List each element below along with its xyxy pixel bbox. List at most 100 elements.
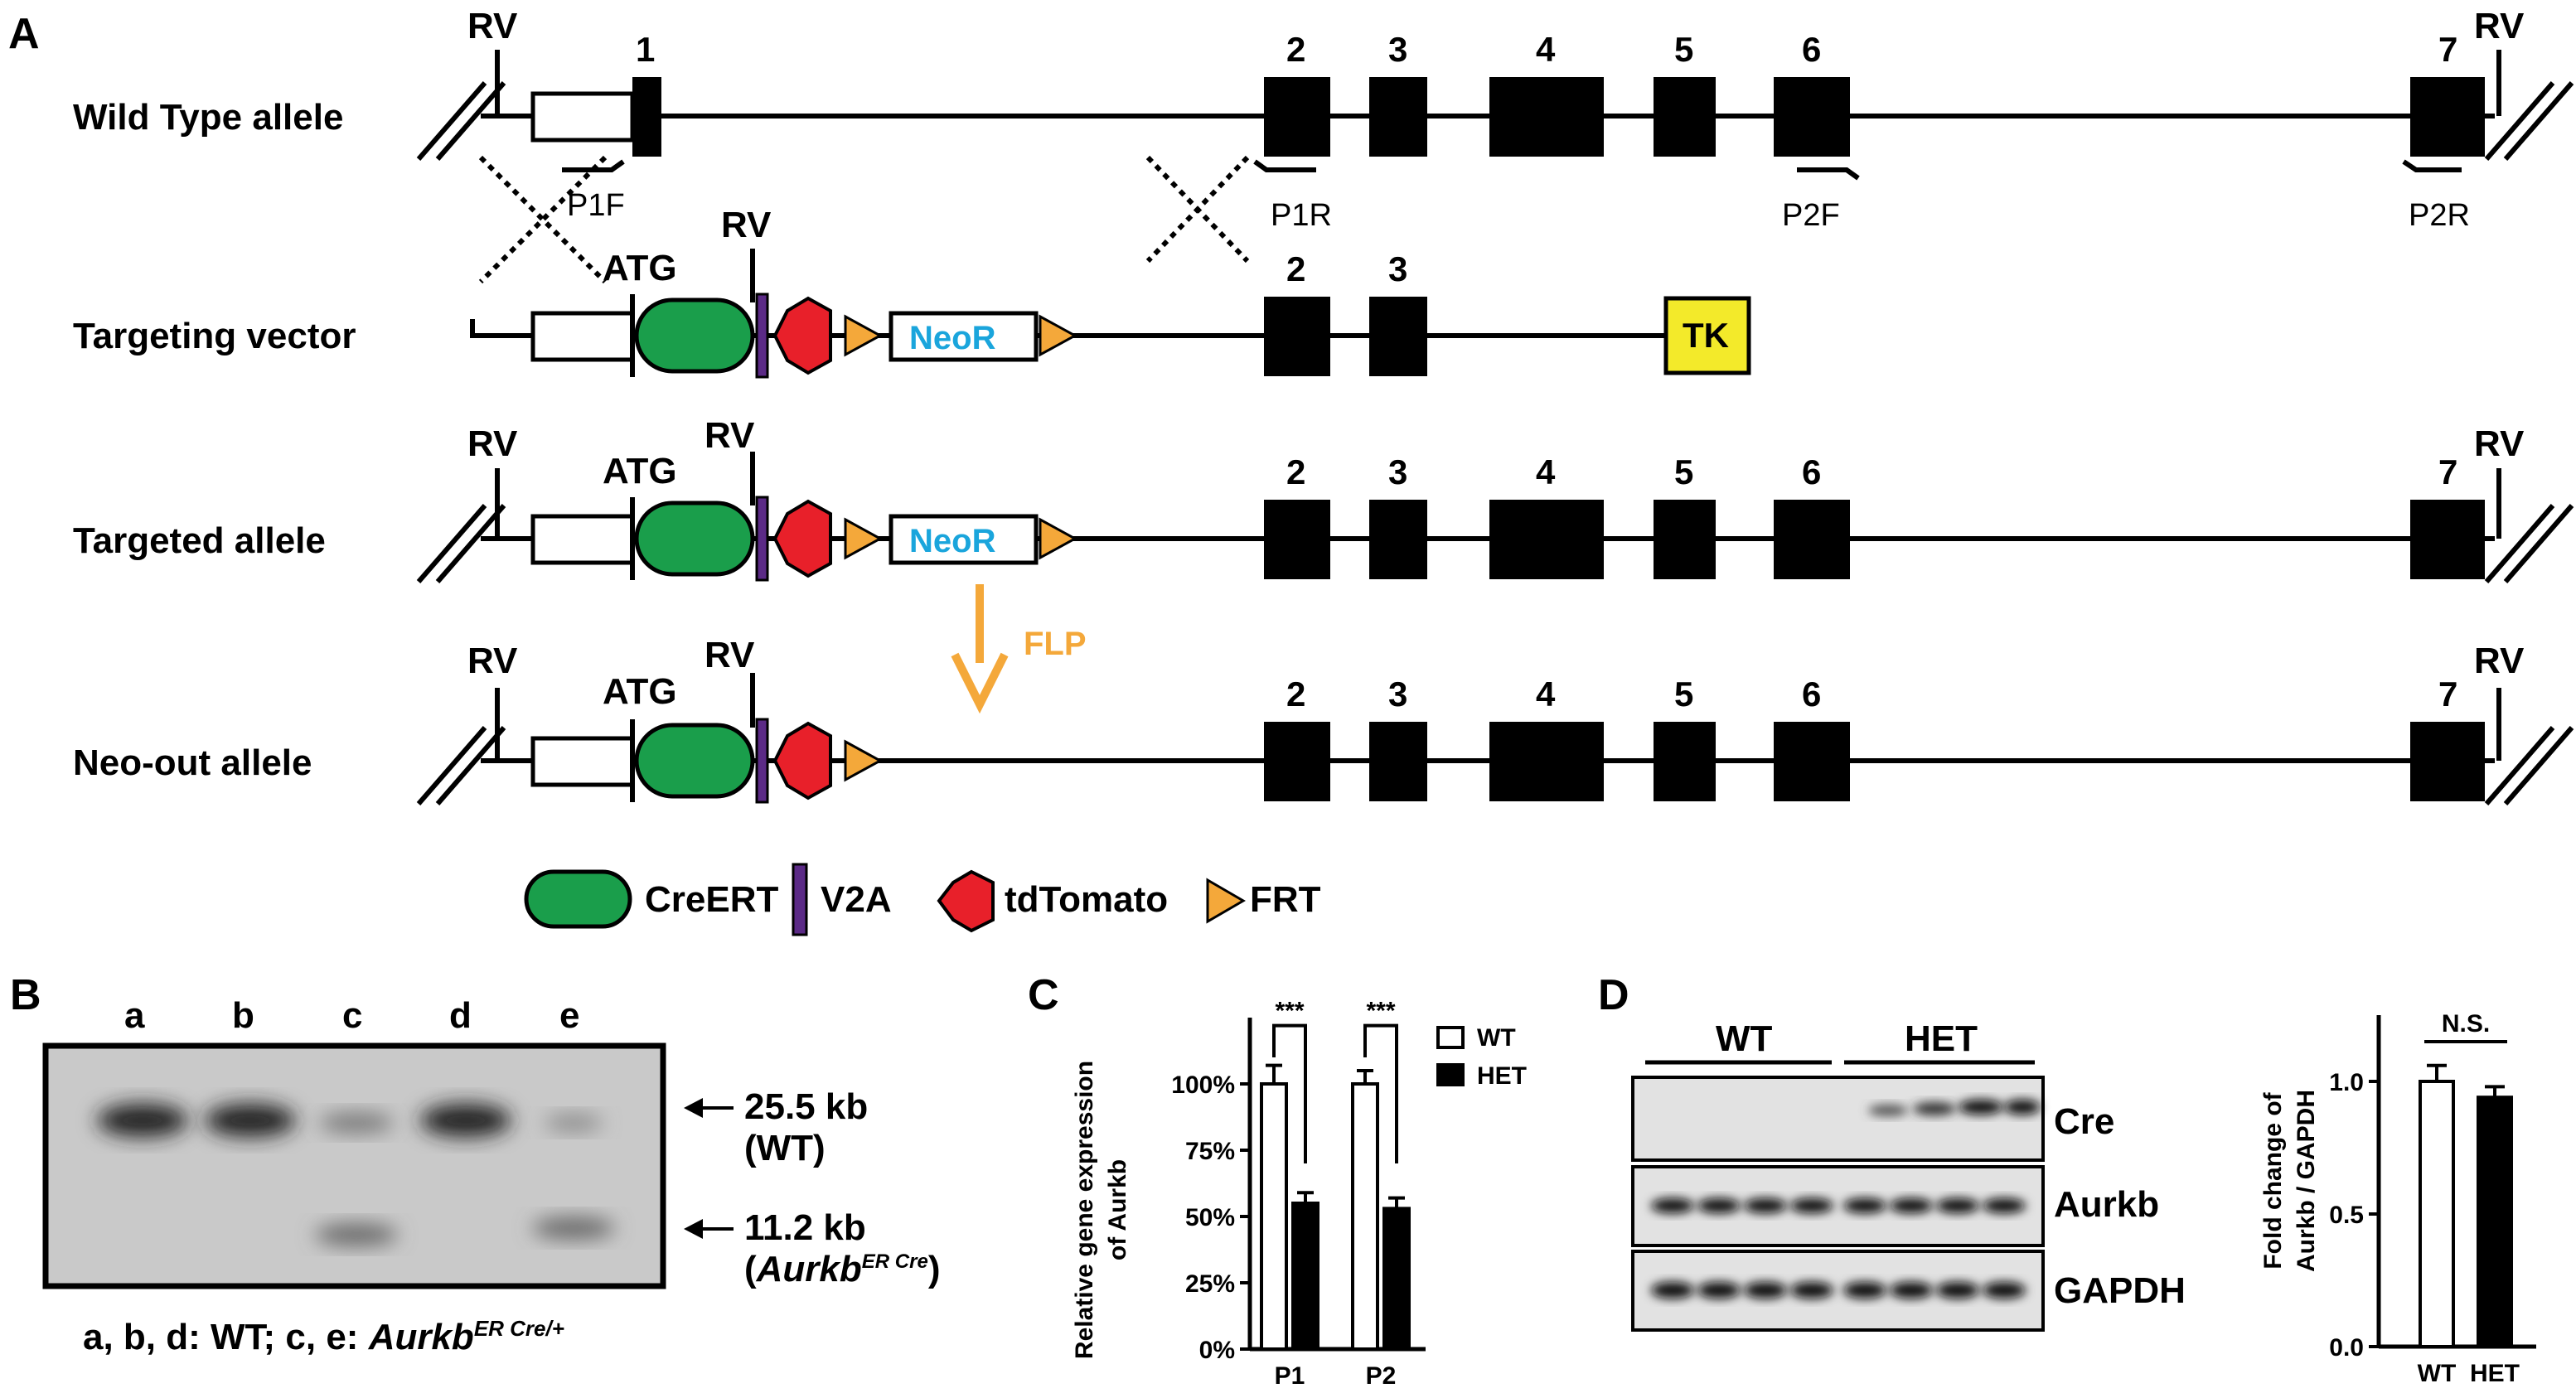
band-wt-note: (WT) bbox=[744, 1128, 826, 1168]
ta-exon-7 bbox=[2410, 500, 2485, 579]
tv-v2a bbox=[755, 293, 769, 379]
blot-gapdh bbox=[1631, 1250, 2045, 1332]
panel-b-label: B bbox=[10, 971, 41, 1019]
tv-exon-3-label: 3 bbox=[1388, 249, 1407, 288]
panel-a-label: A bbox=[8, 10, 40, 58]
no-exon-6 bbox=[1774, 722, 1850, 801]
c-y-tick-label: 100% bbox=[1171, 1071, 1235, 1099]
wt-rv-right: RV bbox=[2474, 6, 2525, 46]
primer-p2r: P2R bbox=[2409, 198, 2470, 233]
no-break-right-1 bbox=[2484, 726, 2555, 805]
group-het: HET bbox=[1905, 1018, 1978, 1059]
flp-label: FLP bbox=[1024, 626, 1087, 662]
aurkb-band bbox=[1843, 1198, 1886, 1213]
d-y-tick-label: 0.0 bbox=[2329, 1334, 2364, 1362]
southern-blot bbox=[42, 1042, 666, 1289]
legend-v2a: V2A bbox=[821, 879, 892, 920]
c-legend-wt: WT bbox=[1477, 1024, 1516, 1052]
no-tdtomato bbox=[772, 721, 832, 800]
ta-exon-5-label: 5 bbox=[1674, 452, 1693, 491]
c-bar-het bbox=[1291, 1202, 1319, 1351]
tv-exon-2-label: 2 bbox=[1286, 249, 1305, 288]
wt-rv-left: RV bbox=[467, 6, 518, 46]
primer-p1r: P1R bbox=[1271, 198, 1332, 233]
d-x-tick-label: WT bbox=[2418, 1360, 2457, 1387]
ta-exon-5 bbox=[1654, 500, 1716, 579]
wt-break-left-1 bbox=[416, 81, 487, 161]
gapdh-band bbox=[1843, 1282, 1886, 1299]
band-cre-size: 11.2 kb bbox=[744, 1207, 866, 1248]
ta-frt-1 bbox=[844, 517, 884, 560]
c-bar-wt bbox=[1260, 1082, 1288, 1351]
band-cre-note: (AurkbER Cre) bbox=[744, 1249, 940, 1289]
band-wt-size: 25.5 kb bbox=[744, 1086, 868, 1127]
panel-d-ylabel-line1: Fold change of bbox=[2259, 1091, 2287, 1269]
blot-label-cre: Cre bbox=[2054, 1101, 2114, 1142]
wt-exon-2 bbox=[1264, 77, 1330, 157]
legend-tdtomato: tdTomato bbox=[1005, 879, 1168, 920]
cre-bands bbox=[1868, 1100, 2041, 1116]
gapdh-band bbox=[1744, 1282, 1787, 1299]
western-blots bbox=[1631, 1076, 2045, 1332]
cre-band-2 bbox=[1913, 1102, 1956, 1115]
aurkb-band bbox=[1983, 1198, 2026, 1213]
no-v2a bbox=[755, 718, 769, 804]
no-exon-2-label: 2 bbox=[1286, 675, 1305, 713]
tv-rv: RV bbox=[721, 205, 772, 245]
aurkb-bands bbox=[1651, 1198, 2026, 1213]
blot-cre bbox=[1631, 1076, 2045, 1162]
no-break-left-2 bbox=[435, 726, 506, 805]
ta-tdtomato bbox=[772, 499, 832, 578]
wt-exon-5-label: 5 bbox=[1674, 30, 1693, 69]
ta-atg: ATG bbox=[603, 451, 677, 491]
panel-c: C Relative gene expression of Aurkb 0%25… bbox=[1028, 971, 1527, 1390]
wt-exon-3 bbox=[1369, 77, 1427, 157]
d-y-tick-label: 0.5 bbox=[2329, 1202, 2364, 1229]
c-bar-wt bbox=[1351, 1082, 1379, 1351]
no-exon-4 bbox=[1489, 722, 1604, 801]
panel-c-ylabel-line1: Relative gene expression bbox=[1071, 1061, 1098, 1359]
wt-break-right-2 bbox=[2503, 81, 2574, 161]
tv-tk-box bbox=[1663, 296, 1751, 375]
gapdh-band bbox=[1651, 1282, 1694, 1299]
tv-atg: ATG bbox=[603, 248, 677, 288]
flp-arrow-head bbox=[951, 652, 1009, 714]
no-exon-2 bbox=[1264, 722, 1330, 801]
primer-p1f: P1F bbox=[567, 188, 625, 223]
ta-neor-box bbox=[889, 514, 1039, 565]
wt-utr-box bbox=[530, 91, 635, 143]
c-x-tick-label: P2 bbox=[1366, 1362, 1397, 1390]
wt-break-right-1 bbox=[2484, 81, 2555, 161]
panel-a-legend: CreERT V2A tdTomato FRT bbox=[524, 863, 1321, 936]
no-exon-3-label: 3 bbox=[1388, 675, 1407, 713]
panel-d-label: D bbox=[1598, 971, 1629, 1019]
no-exon-5-label: 5 bbox=[1674, 675, 1693, 713]
legend-frt: FRT bbox=[1250, 879, 1321, 920]
no-exon-7 bbox=[2410, 722, 2485, 801]
no-exon-5 bbox=[1654, 722, 1716, 801]
aurkb-band bbox=[1890, 1198, 1933, 1213]
c-legend-het-swatch bbox=[1436, 1063, 1465, 1086]
d-bar-het bbox=[2477, 1096, 2513, 1348]
wt-exon-1 bbox=[632, 77, 661, 157]
c-y-tick-label: 50% bbox=[1185, 1204, 1235, 1231]
no-creert bbox=[634, 723, 755, 799]
blot-label-aurkb: Aurkb bbox=[2054, 1184, 2159, 1225]
aurkb-band bbox=[1651, 1198, 1694, 1213]
cre-band-1 bbox=[1868, 1105, 1908, 1116]
c-sig-stars: *** bbox=[1275, 998, 1304, 1025]
ta-exon-2 bbox=[1264, 500, 1330, 579]
no-exon-7-label: 7 bbox=[2438, 675, 2457, 713]
cre-band-4 bbox=[2004, 1100, 2041, 1115]
wt-exon-6-label: 6 bbox=[1802, 30, 1821, 69]
gapdh-band bbox=[1983, 1282, 2026, 1299]
ta-break-left-2 bbox=[435, 504, 506, 583]
panel-c-label: C bbox=[1028, 971, 1059, 1019]
wt-exon-2-label: 2 bbox=[1286, 30, 1305, 69]
tv-utr-box bbox=[530, 311, 635, 362]
cre-band-3 bbox=[1959, 1100, 2003, 1115]
d-y-tick-label: 1.0 bbox=[2329, 1069, 2364, 1096]
c-sig-stars: *** bbox=[1366, 998, 1395, 1025]
ta-creert bbox=[634, 501, 755, 577]
